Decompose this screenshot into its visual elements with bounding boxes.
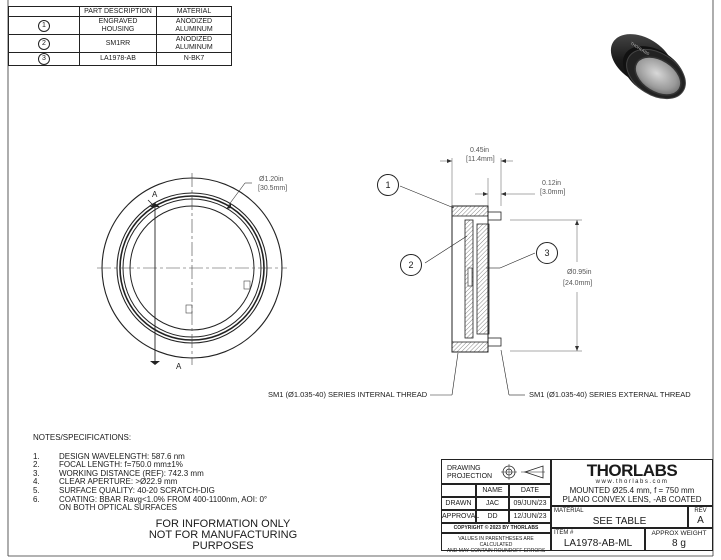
material-label: MATERIAL — [554, 508, 584, 514]
bom-header-num — [8, 6, 80, 17]
note-item: 1.DESIGN WAVELENGTH: 587.6 nm — [33, 451, 185, 461]
weight-label: APPROX WEIGHT — [651, 530, 707, 537]
front-view — [97, 173, 287, 365]
disclaimer: FOR INFORMATION ONLY NOT FOR MANUFACTURI… — [118, 519, 328, 552]
bom-row: 3 LA1978-AB N-BK7 — [8, 52, 232, 66]
bom-header-description: PART DESCRIPTION — [79, 6, 157, 17]
item-label: ITEM # — [554, 530, 574, 536]
notes-specifications: NOTES/SPECIFICATIONS: 1.DESIGN WAVELENGT… — [33, 433, 268, 513]
bom-material: ALUMINUM — [175, 43, 213, 51]
width-dimension-mm: [11.4mm] — [466, 156, 495, 163]
bom-num: 1 — [38, 19, 50, 32]
bom-num-cell: 2 — [8, 34, 80, 53]
note-item: 3.WORKING DISTANCE (REF): 742.3 mm — [33, 468, 204, 478]
item-value: LA1978-AB-ML — [563, 538, 633, 549]
front-diameter-label: Ø1.20in — [259, 176, 284, 183]
note-item: 4.CLEAR APERTURE: >Ø22.9 mm — [33, 477, 178, 487]
bom-desc: HOUSING — [101, 25, 135, 33]
projection-label: DRAWING — [447, 465, 481, 472]
bom-material: ANODIZED — [175, 17, 213, 25]
weight-value: 8 g — [672, 538, 686, 549]
thread-length-mm: [3.0mm] — [540, 189, 566, 196]
approval-name: DD — [476, 510, 509, 523]
material-cell: MATERIAL SEE TABLE — [551, 506, 688, 528]
disclaimer-line: NOT FOR MANUFACTURING PURPOSES — [148, 529, 298, 552]
note-item: 2.FOCAL LENGTH: f=750.0 mm±1% — [33, 460, 183, 470]
bom-desc: SM1RR — [105, 39, 131, 47]
aperture-dimension-mm: [24.0mm] — [563, 280, 593, 287]
projection-cell: DRAWING PROJECTION — [441, 459, 551, 484]
date-header: DATE — [509, 484, 551, 497]
section-mark-bottom: A — [176, 362, 182, 371]
note-item: ON BOTH OPTICAL SURFACES — [59, 503, 177, 513]
rev-value: A — [697, 515, 704, 526]
front-diameter-mm: [30.5mm] — [258, 185, 288, 192]
approval-date: 12/JUN/23 — [509, 510, 551, 523]
website: www.thorlabs.com — [595, 479, 669, 485]
external-thread-label: SM1 (Ø1.035-40) SERIES EXTERNAL THREAD — [529, 390, 691, 399]
logo-cell: THORLABS www.thorlabs.com — [551, 459, 713, 485]
note-item: 5.SURFACE QUALITY: 40-20 SCRATCH-DIG — [33, 485, 215, 495]
drawn-date: 09/JUN/23 — [509, 497, 551, 510]
thread-length-label: 0.12in — [542, 180, 562, 187]
part-description: MOUNTED Ø25.4 mm, f = 750 mm PLANO CONVE… — [551, 484, 713, 506]
rev-label: REV — [694, 508, 707, 514]
drawn-label: DRAWN — [441, 497, 476, 510]
copyright: COPYRIGHT © 2023 BY THORLABS — [441, 523, 551, 533]
width-dimension-label: 0.45in — [470, 147, 490, 154]
bom-num-cell: 1 — [8, 16, 80, 35]
notes-heading: NOTES/SPECIFICATIONS: — [33, 433, 132, 442]
approval-label: APPROVAL — [441, 510, 479, 523]
third-angle-projection-icon — [501, 464, 545, 480]
bom-num-cell: 3 — [8, 52, 80, 66]
values-note: VALUES IN PARENTHESES ARE CALCULATED AND… — [441, 533, 551, 554]
bom-num: 2 — [38, 37, 50, 50]
projection-label: PROJECTION — [447, 473, 493, 480]
thorlabs-logo: THORLABS — [586, 461, 678, 480]
lens-mount-3d-render: THORLABS — [610, 34, 686, 100]
internal-thread-label: SM1 (Ø1.035-40) SERIES INTERNAL THREAD — [268, 390, 428, 399]
callout-2: 2 — [400, 254, 422, 276]
bom-desc: LA1978-AB — [100, 55, 136, 62]
note-item: 6.COATING: BBAR Ravg<1.0% FROM 400-1100n… — [33, 494, 268, 504]
weight-cell: APPROX WEIGHT 8 g — [645, 528, 713, 551]
rev-cell: REV A — [688, 506, 713, 528]
disclaimer-line: FOR INFORMATION ONLY — [155, 518, 291, 530]
bom-material: ANODIZED — [175, 35, 213, 43]
section-mark-top: A — [152, 190, 158, 199]
name-header: NAME — [476, 484, 509, 497]
bom-material: ALUMINUM — [175, 25, 213, 33]
section-view — [399, 158, 582, 396]
aperture-dimension-label: Ø0.95in — [567, 269, 592, 276]
bom-header-material: MATERIAL — [156, 6, 232, 17]
callout-3: 3 — [536, 242, 558, 264]
item-cell: ITEM # LA1978-AB-ML — [551, 528, 645, 551]
material-value: SEE TABLE — [592, 516, 647, 527]
title-block: DRAWING PROJECTION NAME DATE DRAWN JAC 0… — [441, 459, 713, 554]
bom-desc: ENGRAVED — [98, 17, 138, 25]
bom-num: 3 — [38, 53, 50, 65]
callout-1: 1 — [377, 174, 399, 196]
bom-material: N-BK7 — [183, 55, 205, 62]
drawn-name: JAC — [476, 497, 509, 510]
